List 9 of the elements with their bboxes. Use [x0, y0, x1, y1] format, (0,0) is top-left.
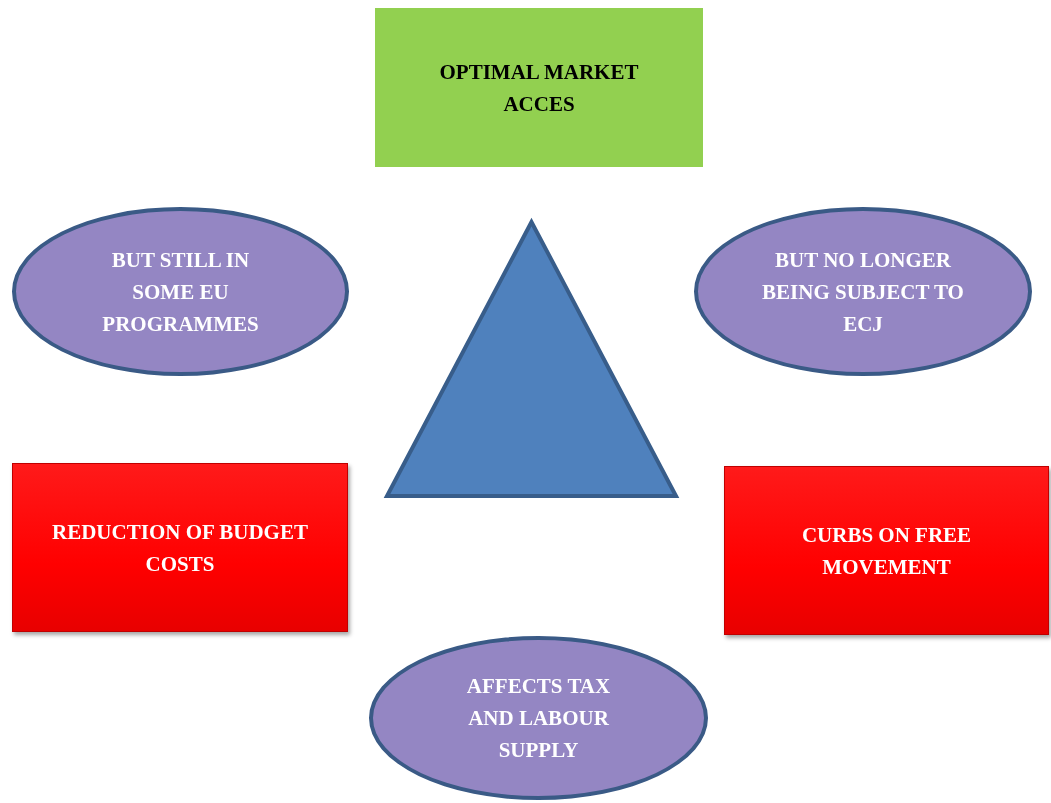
node-text: CURBS ON FREE MOVEMENT: [801, 522, 972, 579]
effect-box: [724, 466, 1049, 635]
effect-box: [12, 463, 348, 632]
node-text: AFFECTS TAX AND LABOUR SUPPLY: [466, 674, 611, 762]
node-text: REDUCTION OF BUDGET COSTS: [52, 519, 308, 576]
node-text: BUT STILL IN SOME EU PROGRAMMES: [102, 247, 259, 336]
node-text: OPTIMAL MARKET ACCES: [439, 59, 639, 116]
node-text: BUT NO LONGER BEING SUBJECT TO ECJ: [762, 247, 964, 336]
title-box: [375, 8, 703, 167]
